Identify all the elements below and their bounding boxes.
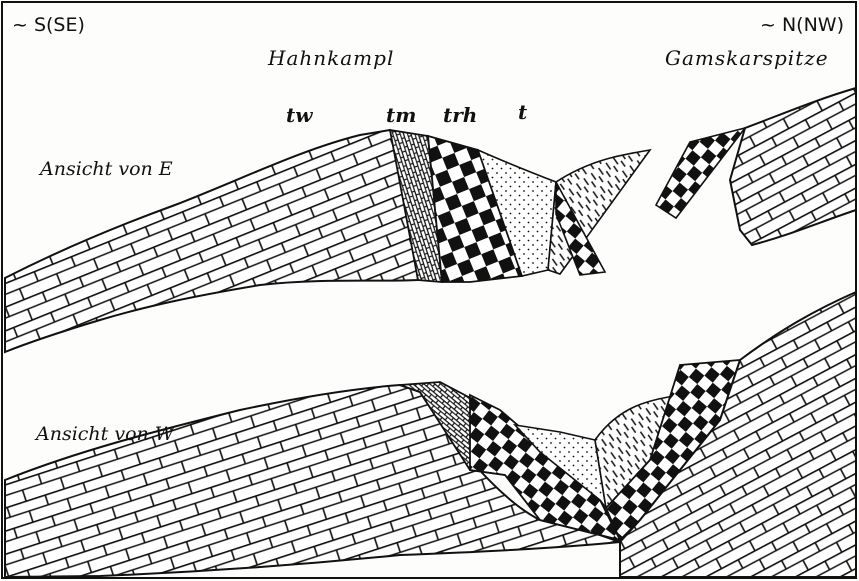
label-tw: tw (286, 103, 312, 127)
view-west-label: Ansicht von W (36, 423, 174, 445)
limestone-right-east (730, 88, 856, 245)
peak-right: Gamskarspitze (665, 46, 829, 70)
label-tm: tm (386, 103, 416, 127)
peak-left: Hahnkampl (268, 46, 394, 70)
label-trh: trh (443, 103, 477, 127)
orientation-left: ~ S(SE) (12, 14, 85, 36)
section-east (5, 88, 856, 352)
label-t: t (518, 100, 527, 124)
view-east-label: Ansicht von E (40, 158, 173, 180)
orientation-right: ~ N(NW) (760, 14, 844, 36)
